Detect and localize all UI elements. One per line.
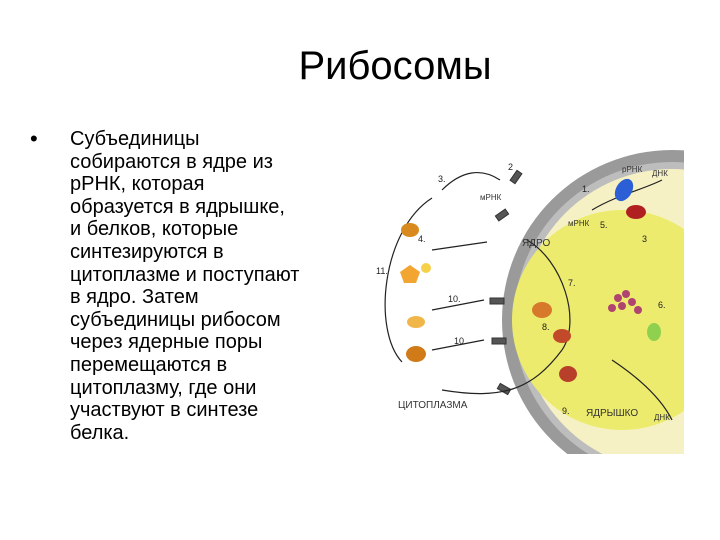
bullet-line: в ядро. Затем (70, 286, 199, 309)
bullet-line: Субъединицы (70, 128, 200, 150)
bullet-line: участвуют в синтезе (70, 399, 259, 422)
step-label: 1. (582, 184, 590, 194)
rrna-label: рРНК (622, 165, 643, 174)
nucleolus (512, 210, 684, 430)
step-label: 11. (376, 266, 388, 276)
bullet-line: перемещаются в (70, 353, 228, 376)
assembling-subunit-3 (559, 366, 577, 382)
slide-title: Рибосомы (298, 44, 492, 88)
step-label: 8. (542, 322, 550, 332)
step-label: 3 (642, 234, 647, 244)
bullet-line: и белков, которые (70, 218, 239, 241)
red-protein (626, 205, 646, 219)
assembling-subunit (532, 302, 552, 318)
bullet-line: через ядерные поры (70, 331, 263, 354)
dna-label: ДНК (652, 169, 668, 178)
bullet-line: образуется в ядрышке, (70, 195, 285, 218)
bullet-marker: • (30, 126, 38, 151)
bullet-line: собираются в ядре из (70, 150, 273, 173)
assembling-subunit-2 (553, 329, 571, 343)
bullet-line: белка. (70, 421, 130, 444)
bullet-line: цитоплазме и поступают (70, 263, 300, 286)
ribosome-subunit-large (401, 223, 419, 237)
step-label: 10. (454, 336, 467, 346)
mrna-label: мРНК (568, 219, 590, 228)
ribosome-subunit-small (407, 316, 425, 328)
step-label: 4. (418, 234, 426, 244)
step-label: 2 (508, 162, 513, 172)
bullet-line: субъединицы рибосом (70, 308, 281, 331)
ribosome-subunit-large-exit (406, 346, 426, 362)
green-protein (647, 323, 661, 341)
dna-label: ДНК (654, 413, 670, 422)
precursor-particles (608, 290, 642, 314)
step-label: 6. (658, 300, 666, 310)
bullet-line: синтезируются в (70, 240, 224, 263)
nucleus-label: ЯДРО (522, 238, 550, 249)
ribosome-assembly-diagram: 3. 2 1. 4. 11. 10. 10. 5. 3 7. 8. 6. 9. … (372, 150, 684, 454)
ribosomal-protein (400, 265, 420, 283)
bullet-line: рРНК, которая (70, 173, 205, 196)
step-label: 3. (438, 174, 446, 184)
nuclear-pores (489, 169, 523, 396)
step-label: 5. (600, 220, 608, 230)
bullet-text: Субъединицы собираются в ядре из рРНК, к… (70, 128, 390, 444)
step-label: 9. (562, 406, 570, 416)
bullet-line: цитоплазму, где они (70, 376, 257, 399)
step-label: 7. (568, 278, 576, 288)
nucleolus-label: ЯДРЫШКО (586, 408, 638, 419)
ribosomal-protein-small (421, 263, 431, 273)
rrna-polymerase (614, 178, 634, 202)
mrna-label: мРНК (480, 193, 502, 202)
step-label: 10. (448, 294, 461, 304)
cytoplasm-label: ЦИТОПЛАЗМА (398, 400, 468, 411)
